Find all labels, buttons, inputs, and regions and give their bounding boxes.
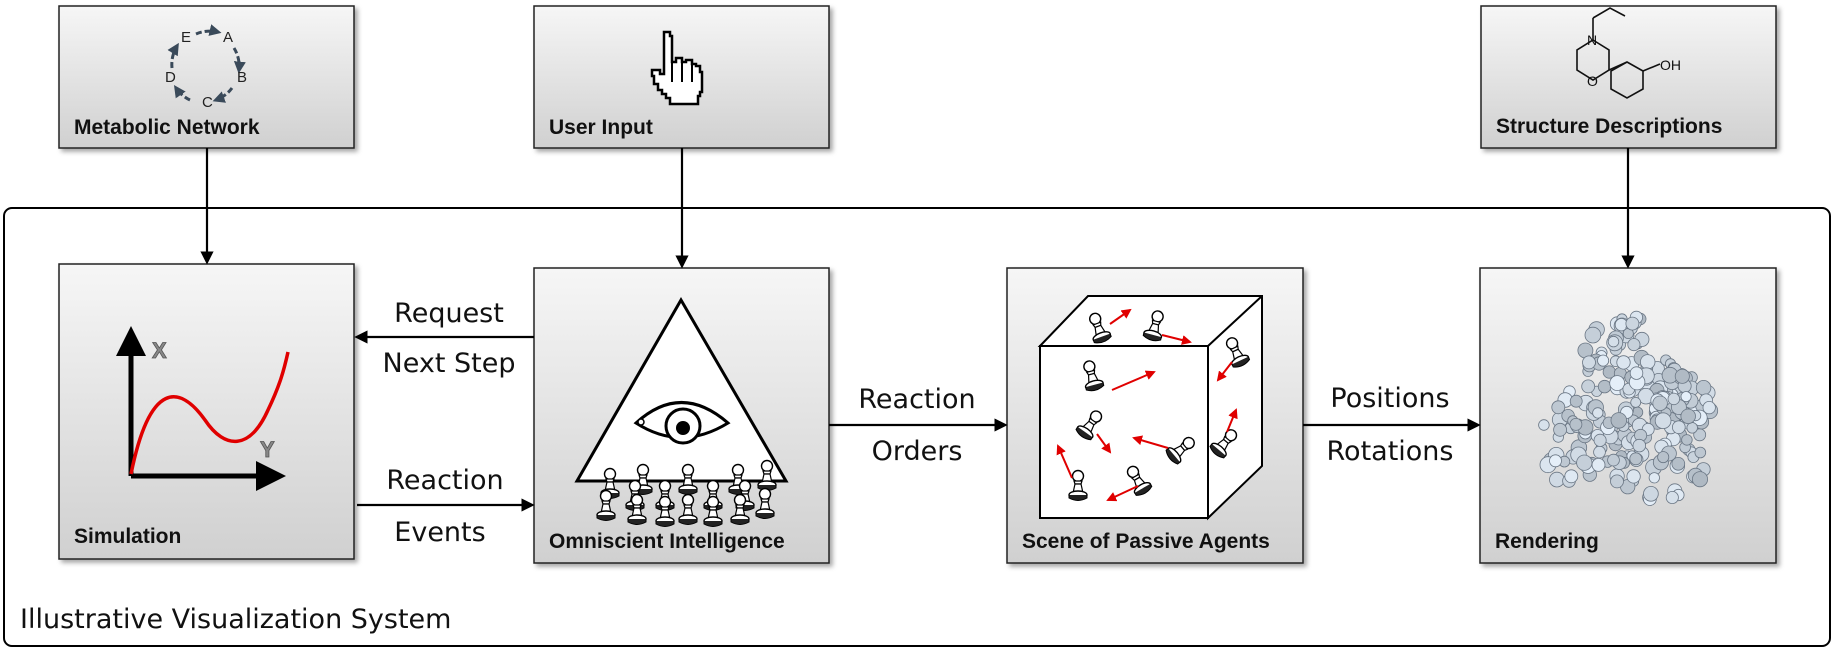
protein-atom (1667, 392, 1681, 406)
protein-atom (1549, 454, 1562, 468)
protein-atom (1576, 454, 1593, 471)
protein-atom (1581, 379, 1596, 394)
axis-y-label: Y (260, 437, 275, 462)
protein-atom (1551, 400, 1566, 415)
protein-atom (1695, 380, 1712, 396)
edge-label-next-step: Next Step (383, 348, 516, 379)
protein-render-icon (1538, 310, 1719, 506)
edge-label-rotations: Rotations (1327, 436, 1454, 467)
simulation-box: X Y Simulation (58, 263, 355, 560)
protein-atom (1686, 422, 1698, 434)
axis-x-label: X (152, 338, 167, 363)
metabolic-network-box: A B C D E Metabolic Network (58, 5, 355, 149)
cycle-letter-c: C (202, 94, 213, 111)
protein-atom (1632, 438, 1647, 453)
protein-atom (1569, 394, 1583, 408)
protein-atom (1680, 408, 1696, 425)
protein-atom (1657, 451, 1670, 464)
pointer-hand-icon (650, 30, 704, 106)
protein-atom (1582, 355, 1596, 370)
protein-atom (1616, 355, 1631, 370)
protein-atom (1607, 335, 1620, 348)
atom-n: N (1587, 32, 1597, 48)
metabolic-network-title: Metabolic Network (74, 116, 260, 139)
protein-atom (1607, 453, 1620, 467)
protein-atom (1609, 375, 1626, 392)
scene-box: Scene of Passive Agents (1006, 267, 1304, 564)
protein-atom (1680, 391, 1692, 403)
protein-atom (1564, 469, 1579, 484)
protein-atom (1597, 354, 1610, 367)
protein-atom (1597, 379, 1612, 394)
all-seeing-eye-icon (574, 296, 789, 483)
protein-atom (1630, 396, 1642, 408)
protein-atom (1625, 316, 1640, 331)
protein-atom (1610, 412, 1628, 429)
protein-atom (1643, 485, 1659, 502)
protein-atom (1629, 366, 1644, 380)
structure-descriptions-title: Structure Descriptions (1496, 115, 1722, 138)
omniscient-intelligence-box: Omniscient Intelligence (533, 267, 830, 564)
protein-atom (1553, 422, 1567, 437)
protein-atom (1652, 395, 1668, 412)
protein-atom (1549, 471, 1565, 488)
protein-atom (1592, 407, 1604, 419)
edge-label-reaction-orders-2: Orders (872, 436, 963, 467)
system-frame (3, 207, 1831, 647)
cycle-letter-a: A (223, 29, 233, 46)
simulation-title: Simulation (74, 525, 181, 548)
protein-atom (1681, 434, 1693, 446)
protein-atom (1648, 472, 1660, 484)
protein-atom (1702, 400, 1716, 415)
protein-atom (1694, 446, 1707, 459)
protein-atom (1569, 417, 1583, 431)
protein-atom (1584, 326, 1602, 344)
user-input-title: User Input (549, 116, 653, 139)
cycle-icon: A B C D E (165, 24, 247, 111)
agent-motion-arrows (1056, 308, 1238, 502)
protein-atom (1672, 420, 1686, 435)
protein-atom (1627, 338, 1641, 352)
edge-label-reaction-events-2: Events (394, 517, 485, 548)
omniscient-intelligence-title: Omniscient Intelligence (549, 530, 785, 553)
protein-atom (1674, 368, 1690, 384)
atom-oh: OH (1660, 57, 1681, 73)
protein-atom (1692, 471, 1709, 488)
rendering-box: Rendering (1479, 267, 1777, 564)
structure-descriptions-box: N O OH Structure Descriptions (1480, 5, 1777, 149)
protein-atom (1639, 354, 1656, 370)
system-label: Illustrative Visualization System (20, 604, 451, 635)
protein-atom (1593, 445, 1606, 459)
protein-atom (1626, 469, 1641, 484)
edge-label-reaction-orders-1: Reaction (858, 384, 975, 415)
protein-atom (1593, 433, 1607, 447)
protein-atom (1671, 456, 1686, 471)
scene-title: Scene of Passive Agents (1022, 530, 1270, 553)
edge-label-positions: Positions (1330, 383, 1449, 414)
protein-atom (1591, 457, 1606, 472)
protein-atom (1629, 452, 1643, 466)
edge-label-reaction-events-1: Reaction (386, 465, 503, 496)
edge-label-request: Request (394, 298, 504, 329)
protein-atom (1610, 474, 1624, 489)
molecule-icon (1576, 7, 1661, 99)
cycle-letter-d: D (165, 69, 176, 86)
protein-atom (1665, 490, 1679, 504)
protein-atom (1538, 419, 1550, 431)
protein-atom (1654, 412, 1672, 430)
cycle-letter-b: B (237, 69, 247, 86)
cycle-letter-e: E (181, 29, 191, 46)
user-input-box: User Input (533, 5, 830, 149)
function-plot-icon: X Y (116, 326, 290, 491)
rendering-title: Rendering (1495, 530, 1599, 553)
atom-o: O (1587, 73, 1598, 89)
